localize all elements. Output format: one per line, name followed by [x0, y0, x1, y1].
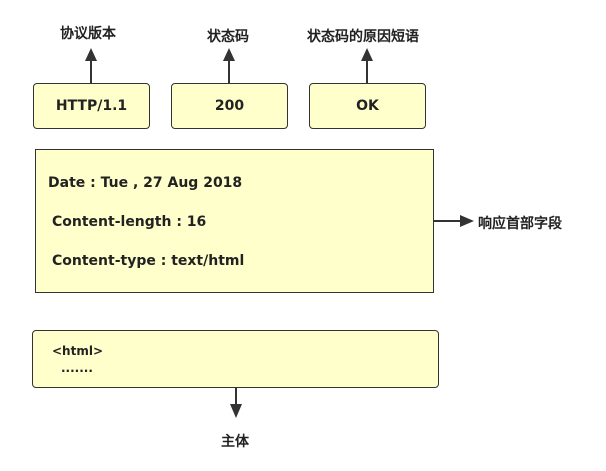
version-value: HTTP/1.1 — [55, 98, 128, 114]
body-box: <html> ....... — [32, 330, 439, 388]
body-ellipsis: ....... — [61, 361, 93, 375]
status-code-value: 200 — [214, 98, 245, 114]
header-content-type: Content-type : text/html — [52, 253, 245, 269]
status-code-box: 200 — [171, 83, 288, 129]
headers-box: Date : Tue , 27 Aug 2018 Content-length … — [35, 149, 434, 293]
status-code-label: 状态码 — [207, 29, 249, 45]
status-code-arrowhead — [223, 48, 235, 61]
reason-phrase-box: OK — [309, 83, 426, 129]
reason-phrase-label: 状态码的原因短语 — [307, 29, 419, 45]
body-html-tag: <html> — [52, 344, 104, 358]
version-arrowhead — [85, 48, 97, 61]
headers-label: 响应首部字段 — [478, 216, 562, 232]
version-label: 协议版本 — [60, 26, 116, 42]
header-date: Date : Tue , 27 Aug 2018 — [48, 175, 243, 191]
reason-phrase-value: OK — [356, 98, 379, 114]
reason-phrase-arrowhead — [361, 48, 373, 61]
header-content-length: Content-length : 16 — [52, 214, 207, 230]
headers-arrowhead — [460, 215, 474, 227]
body-arrowhead — [230, 404, 242, 418]
body-label: 主体 — [221, 434, 249, 450]
version-box: HTTP/1.1 — [33, 83, 150, 129]
